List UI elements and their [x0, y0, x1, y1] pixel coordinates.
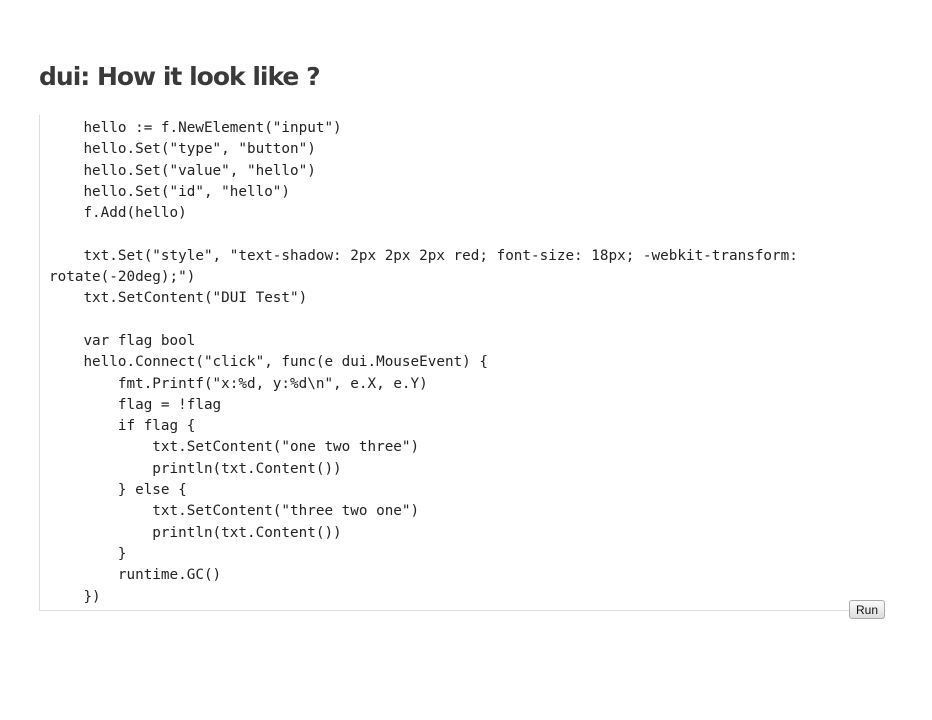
- code-line: hello.Set("id", "hello"): [49, 183, 291, 200]
- code-line: flag = !flag: [49, 396, 222, 413]
- code-line: [49, 224, 887, 245]
- code-line: hello := f.NewElement("input"): [49, 120, 342, 136]
- code-line: [49, 310, 887, 331]
- code-line: runtime.GC(): [49, 567, 222, 584]
- code-line: if flag {: [49, 418, 196, 435]
- code-line: hello.Connect("click", func(e dui.MouseE…: [49, 354, 488, 371]
- code-line: hello.Set("value", "hello"): [49, 162, 316, 179]
- page-title: dui: How it look like ?: [39, 62, 321, 91]
- code-line: var flag bool: [49, 332, 196, 349]
- code-line: println(txt.Content()): [49, 524, 342, 541]
- code-line: fmt.Printf("x:%d, y:%d\n", e.X, e.Y): [49, 375, 428, 392]
- code-line: txt.SetContent("three two one"): [49, 503, 420, 520]
- code-line: } else {: [49, 482, 187, 499]
- code-line: txt.SetContent("DUI Test"): [49, 290, 308, 307]
- code-line: println(txt.Content()): [49, 460, 342, 477]
- code-text: hello := f.NewElement("input") hello.Set…: [49, 118, 887, 608]
- code-line: }): [49, 588, 101, 605]
- run-button[interactable]: Run: [849, 600, 885, 619]
- code-line: f.Add(hello): [49, 205, 187, 222]
- code-line: txt.Set("style", "text-shadow: 2px 2px 2…: [49, 247, 807, 286]
- code-line: txt.SetContent("one two three"): [49, 439, 420, 456]
- code-line: hello.Set("type", "button"): [49, 141, 316, 158]
- code-block: hello := f.NewElement("input") hello.Set…: [39, 115, 886, 611]
- code-line: }: [49, 545, 127, 562]
